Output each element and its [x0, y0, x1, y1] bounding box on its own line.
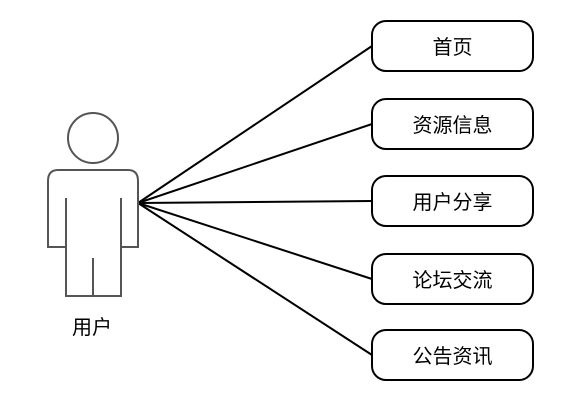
use-case-box — [371, 98, 534, 150]
use-case-label: 资源信息 — [413, 113, 493, 137]
use-case-label: 首页 — [433, 35, 473, 59]
association-line-home — [137, 45, 373, 204]
association-line-forum — [137, 202, 373, 280]
association-line-user-share — [137, 200, 373, 204]
actor-body — [47, 169, 139, 297]
association-line-resources — [137, 123, 373, 204]
use-case-resources: 资源信息 — [371, 98, 534, 150]
use-case-forum: 论坛交流 — [371, 253, 534, 305]
use-case-label: 论坛交流 — [413, 268, 493, 292]
use-case-box — [371, 175, 534, 227]
use-case-label: 用户分享 — [413, 190, 493, 214]
actor-head — [67, 112, 119, 164]
use-case-user-share: 用户分享 — [371, 175, 534, 227]
use-case-announcements: 公告资讯 — [371, 329, 534, 381]
actor-figure — [47, 112, 139, 297]
use-case-label: 公告资讯 — [413, 344, 493, 368]
use-case-box — [371, 20, 534, 72]
association-line-announcements — [137, 202, 373, 356]
use-case-home: 首页 — [371, 20, 534, 72]
use-case-box — [371, 253, 534, 305]
associations — [137, 45, 373, 356]
use-case-box — [371, 329, 534, 381]
actor-label: 用户 — [72, 315, 112, 339]
